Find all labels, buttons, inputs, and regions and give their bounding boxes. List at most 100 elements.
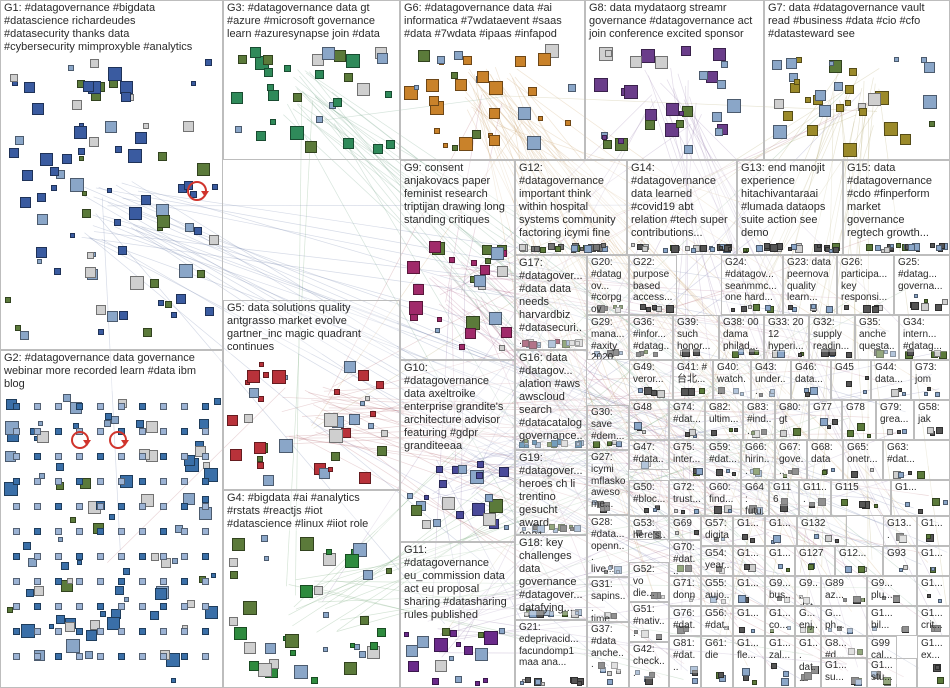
group-panel-g83: G83: #ind... — [743, 400, 775, 440]
node-avatar — [13, 528, 20, 535]
node-avatar — [344, 662, 357, 675]
node-avatar — [691, 248, 696, 253]
group-label: G11: #datagovernance eu_commission data … — [404, 544, 512, 622]
node-avatar — [118, 553, 125, 560]
node-avatar — [121, 92, 131, 102]
group-panel-g72: G72: trust... — [669, 480, 705, 516]
node-avatar — [118, 653, 125, 660]
node-avatar — [334, 50, 346, 62]
node-avatar — [404, 632, 409, 637]
node-avatar — [360, 401, 365, 406]
group-panel-g33: G33: 20 12 hyperi... — [764, 315, 809, 360]
node-avatar — [181, 528, 188, 535]
node-avatar — [202, 528, 209, 535]
group-label: G24: #datagov... seanmmc... one hard... — [725, 257, 780, 304]
node-avatar — [902, 392, 906, 396]
node-avatar — [118, 603, 125, 610]
node-avatar — [771, 663, 777, 669]
node-avatar — [158, 300, 164, 306]
node-avatar — [927, 387, 931, 391]
node-avatar — [66, 639, 80, 653]
node-avatar — [34, 586, 44, 596]
group-label: G61: die — [705, 638, 730, 662]
node-avatar — [263, 372, 269, 378]
group-label: G76: #dat... — [673, 608, 698, 636]
node-avatar — [805, 97, 811, 103]
group-panel-g12: G12: #datagovernance important think wit… — [515, 160, 627, 255]
node-avatar — [743, 248, 747, 252]
group-label: G36: #infor... #datag... — [633, 317, 670, 360]
group-panel-g116: G116 — [769, 480, 799, 516]
node-avatar — [713, 48, 726, 61]
node-avatar — [55, 503, 62, 510]
node-avatar — [459, 344, 465, 350]
group-panel-g35: G35: anche questa... — [855, 315, 899, 360]
node-avatar — [376, 381, 384, 389]
node-avatar — [34, 403, 41, 410]
group-panel-g11: G11: #datagovernance eu_commission data … — [400, 542, 515, 688]
node-avatar — [681, 510, 685, 514]
group-label: G68: data — [811, 442, 840, 466]
group-label: G83: #ind... — [747, 402, 772, 437]
group-panel-g20: G20: #datagov... #corpgov #ceo #cfo... — [587, 255, 629, 315]
node-avatar — [323, 647, 328, 652]
group-panel-g103: G1... co... — [765, 606, 795, 636]
node-avatar — [618, 138, 624, 144]
node-avatar — [108, 67, 122, 81]
node-avatar — [202, 403, 209, 410]
node-avatar — [50, 167, 59, 176]
node-avatar — [834, 82, 843, 91]
node-avatar — [935, 665, 940, 670]
node-avatar — [377, 628, 386, 637]
node-avatar — [924, 392, 928, 396]
group-panel-g119: G1... — [765, 516, 797, 546]
node-avatar — [234, 627, 247, 640]
group-panel-g77: G77 — [809, 400, 842, 440]
group-label: G51: #nativ... — [633, 604, 666, 639]
group-label: G49: veror... — [633, 362, 670, 386]
node-avatar — [160, 653, 167, 660]
node-avatar — [489, 312, 502, 325]
node-avatar — [230, 449, 242, 461]
group-panel-g106: G1... fle... — [733, 636, 765, 688]
node-avatar — [124, 597, 129, 602]
node-avatar — [841, 499, 848, 506]
node-avatar — [437, 56, 445, 64]
node-avatar — [141, 195, 151, 205]
node-avatar — [783, 671, 789, 677]
node-avatar — [489, 81, 503, 95]
node-avatar — [793, 428, 801, 436]
node-avatar — [34, 628, 41, 635]
node-avatar — [150, 279, 159, 288]
node-avatar — [859, 108, 867, 116]
node-avatar — [9, 148, 19, 158]
group-label: G30: save #dem... — [591, 407, 626, 442]
node-avatar — [181, 553, 188, 560]
node-avatar — [334, 389, 340, 395]
node-avatar — [279, 439, 293, 453]
self-loop-icon — [109, 431, 127, 449]
node-avatar — [139, 578, 146, 585]
node-avatar — [181, 503, 188, 510]
node-avatar — [515, 56, 526, 67]
node-avatar — [49, 624, 54, 629]
node-avatar — [748, 305, 752, 309]
node-avatar — [202, 628, 209, 635]
node-avatar — [935, 392, 940, 397]
node-avatar — [483, 678, 488, 683]
node-avatar — [408, 661, 419, 672]
node-avatar — [829, 61, 834, 66]
group-label: G60: find... — [709, 482, 738, 506]
group-panel-g8: G8: data mydataorg streamr governance #d… — [585, 0, 764, 160]
node-avatar — [34, 603, 41, 610]
node-avatar — [548, 243, 555, 250]
node-avatar — [10, 74, 18, 82]
node-avatar — [456, 511, 464, 519]
node-avatar — [826, 306, 833, 313]
node-avatar — [811, 304, 816, 309]
node-avatar — [160, 628, 167, 635]
node-avatar — [471, 260, 477, 266]
group-panel-g102: G1... ex... — [917, 636, 950, 688]
group-panel-g32: G32: supply readin... — [809, 315, 855, 360]
node-avatar — [258, 663, 272, 677]
